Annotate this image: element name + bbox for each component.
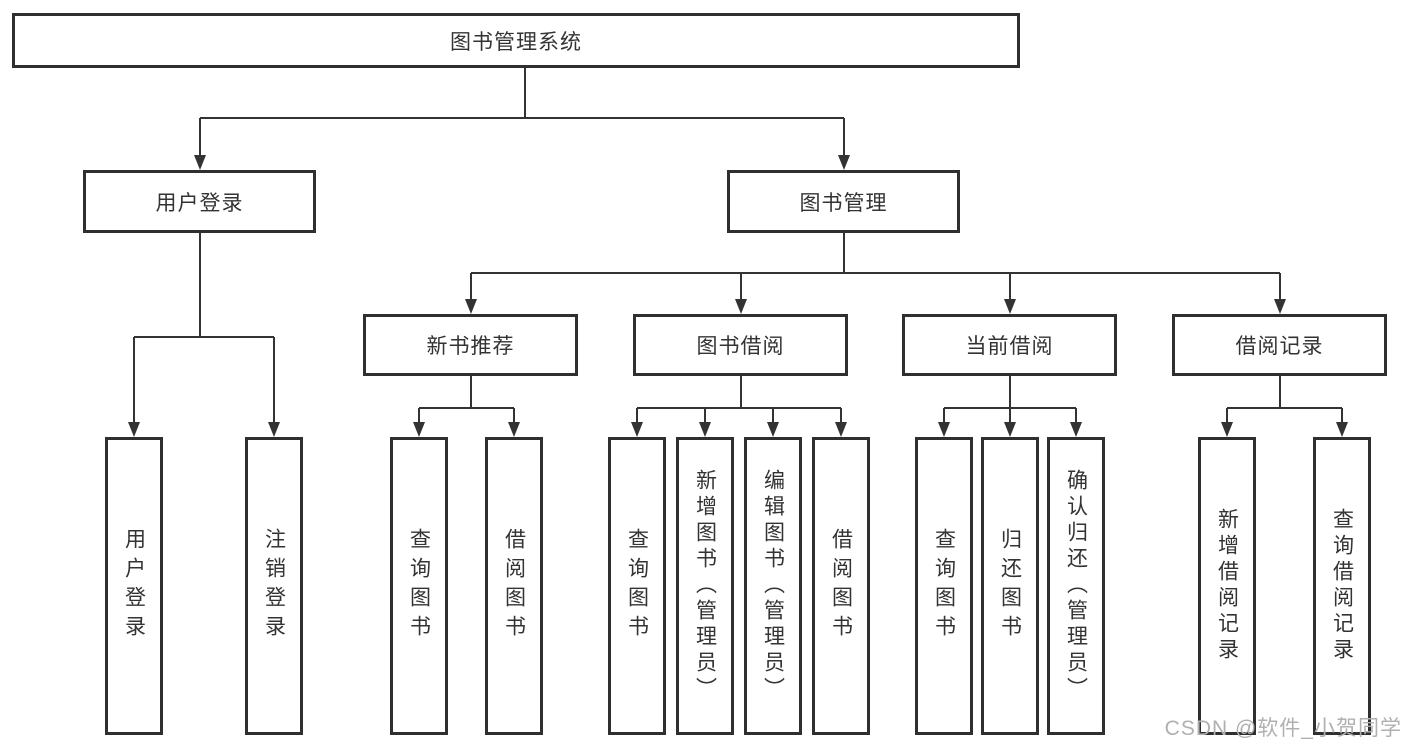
node-label: 新增图书（管理员） <box>693 469 717 703</box>
node-label: 借阅图书 <box>502 528 526 644</box>
leaf-query-borrow-record: 查询借阅记录 <box>1313 437 1371 735</box>
leaf-confirm-return-admin: 确认归还（管理员） <box>1047 437 1105 735</box>
node-label: 图书借阅 <box>696 335 785 358</box>
leaf-query-books-current: 查询图书 <box>915 437 973 735</box>
csdn-watermark: CSDN @软件_小贺同学 <box>1164 717 1402 740</box>
node-label: 新增借阅记录 <box>1215 508 1239 664</box>
leaf-query-books-borrowing: 查询图书 <box>608 437 666 735</box>
node-label: 借阅图书 <box>829 528 853 644</box>
leaf-borrow-books-borrowing: 借阅图书 <box>812 437 870 735</box>
node-new-book-recommend: 新书推荐 <box>363 314 578 376</box>
node-label: 当前借阅 <box>965 335 1054 358</box>
node-label: 归还图书 <box>998 528 1022 644</box>
leaf-borrow-books-recommend: 借阅图书 <box>485 437 543 735</box>
node-current-borrowing: 当前借阅 <box>902 314 1117 376</box>
node-label: 注销登录 <box>262 528 286 644</box>
node-label: 编辑图书（管理员） <box>761 469 785 703</box>
node-label: 图书管理系统 <box>450 30 582 54</box>
node-label: 用户登录 <box>122 528 146 644</box>
node-label: 确认归还（管理员） <box>1064 469 1088 703</box>
connector-lines <box>133 68 1343 424</box>
node-label: 查询图书 <box>625 528 649 644</box>
leaf-add-book-admin: 新增图书（管理员） <box>676 437 734 735</box>
node-label: 用户登录 <box>155 191 244 215</box>
leaf-query-books-recommend: 查询图书 <box>390 437 448 735</box>
node-label: 查询借阅记录 <box>1330 508 1354 664</box>
node-label: 查询图书 <box>407 528 431 644</box>
leaf-return-books: 归还图书 <box>981 437 1039 735</box>
node-book-borrowing: 图书借阅 <box>633 314 848 376</box>
node-label: 新书推荐 <box>426 335 515 358</box>
leaf-edit-book-admin: 编辑图书（管理员） <box>744 437 802 735</box>
node-book-management: 图书管理 <box>727 170 960 233</box>
leaf-add-borrow-record: 新增借阅记录 <box>1198 437 1256 735</box>
node-label: 图书管理 <box>799 191 888 215</box>
node-label: 查询图书 <box>932 528 956 644</box>
node-borrow-records: 借阅记录 <box>1172 314 1387 376</box>
node-user-login-group: 用户登录 <box>83 170 316 233</box>
leaf-logout: 注销登录 <box>245 437 303 735</box>
node-library-system: 图书管理系统 <box>12 13 1020 68</box>
node-label: 借阅记录 <box>1235 335 1324 358</box>
leaf-user-login: 用户登录 <box>105 437 163 735</box>
